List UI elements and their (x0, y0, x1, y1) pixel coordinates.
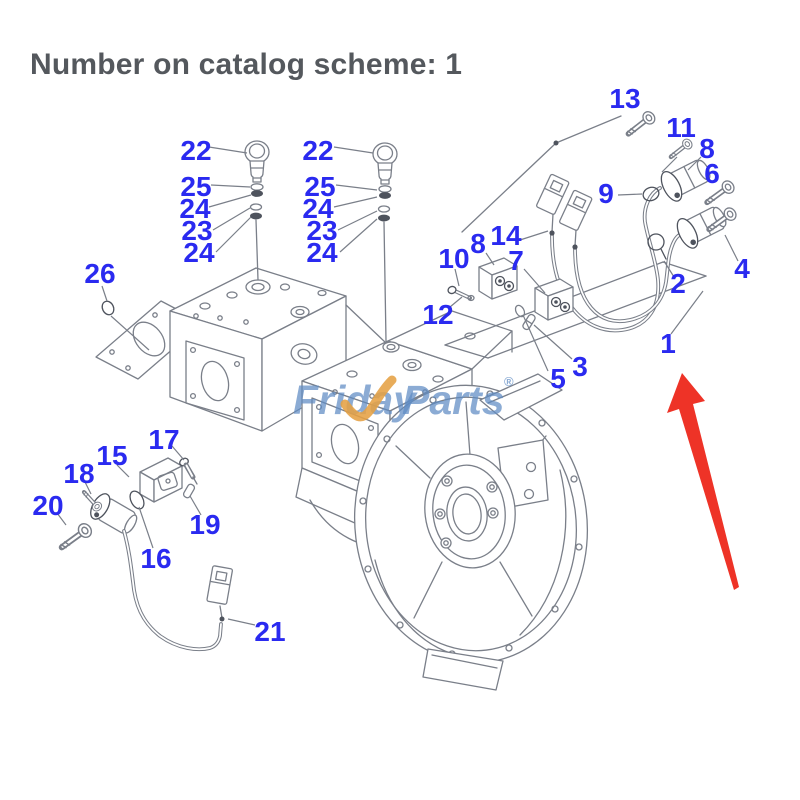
wire-21 (122, 529, 223, 652)
oring-5 (514, 304, 526, 318)
callout-19: 19 (189, 509, 220, 540)
plug-assembly-right (372, 142, 398, 342)
solenoid-20-body (90, 493, 138, 534)
callout-17: 17 (148, 424, 179, 455)
watermark: Friday Parts ® (293, 374, 514, 423)
plug-assembly-left (244, 140, 270, 281)
wire-harness (535, 173, 685, 333)
harness-plug-b (558, 189, 594, 232)
wire-pin-14b (572, 244, 578, 250)
callout-8-mid: 8 (470, 228, 486, 259)
callout-13: 13 (609, 83, 640, 114)
callout-25-right: 25 (304, 171, 335, 202)
oring-16 (129, 490, 145, 510)
callout-24-right-lower: 24 (306, 237, 338, 268)
callout-23-right: 23 (306, 215, 337, 246)
callout-8-top: 8 (699, 133, 715, 164)
callout-10: 10 (438, 243, 469, 274)
oring-2 (647, 233, 667, 260)
pin-19 (182, 483, 196, 499)
connector-block-2 (534, 278, 574, 321)
callout-21: 21 (254, 616, 285, 647)
callout-23-left: 23 (181, 215, 212, 246)
oring-26 (101, 300, 115, 316)
callout-14: 14 (490, 220, 522, 251)
solenoid-assembly-bottom-left (58, 457, 234, 652)
callout-labels: 22 25 24 23 24 22 25 24 23 24 26 13 11 8… (32, 83, 750, 647)
harness-plug-a (535, 173, 571, 216)
callout-7: 7 (508, 245, 524, 276)
callout-9: 9 (598, 178, 614, 209)
callout-3: 3 (572, 351, 588, 382)
watermark-registered-mark: ® (504, 374, 514, 389)
bolt-20 (58, 521, 94, 553)
callout-11: 11 (666, 112, 696, 143)
oring-9 (642, 186, 660, 202)
callout-1: 1 (660, 328, 676, 359)
callout-22-right: 22 (302, 135, 333, 166)
fitting-17 (179, 457, 198, 485)
callout-6: 6 (704, 158, 720, 189)
callout-4: 4 (734, 253, 750, 284)
callout-24-right-upper: 24 (302, 193, 334, 224)
callout-20: 20 (32, 490, 63, 521)
callout-26: 26 (84, 258, 115, 289)
watermark-brand-right: Parts (402, 377, 505, 423)
callout-5: 5 (550, 363, 566, 394)
connector-21 (206, 564, 234, 606)
pin-3 (522, 313, 536, 331)
callout-25-left: 25 (180, 171, 211, 202)
wire-pin-14a (549, 230, 555, 236)
solenoid-valve-bottom (672, 200, 732, 252)
callout-24-left-lower: 24 (183, 237, 215, 268)
callout-18: 18 (63, 458, 94, 489)
red-arrow (667, 373, 739, 590)
fitting-10 (447, 285, 475, 302)
callout-12: 12 (422, 299, 453, 330)
flywheel-housing (353, 373, 589, 691)
leader-lines (56, 146, 739, 626)
page-title: Number on catalog scheme: 1 (30, 48, 463, 81)
callout-15: 15 (96, 440, 127, 471)
watermark-check-icon (340, 375, 397, 422)
callout-2: 2 (670, 268, 686, 299)
callout-16: 16 (140, 543, 171, 574)
callout-22-left: 22 (180, 135, 211, 166)
callout-24-left-upper: 24 (179, 193, 211, 224)
